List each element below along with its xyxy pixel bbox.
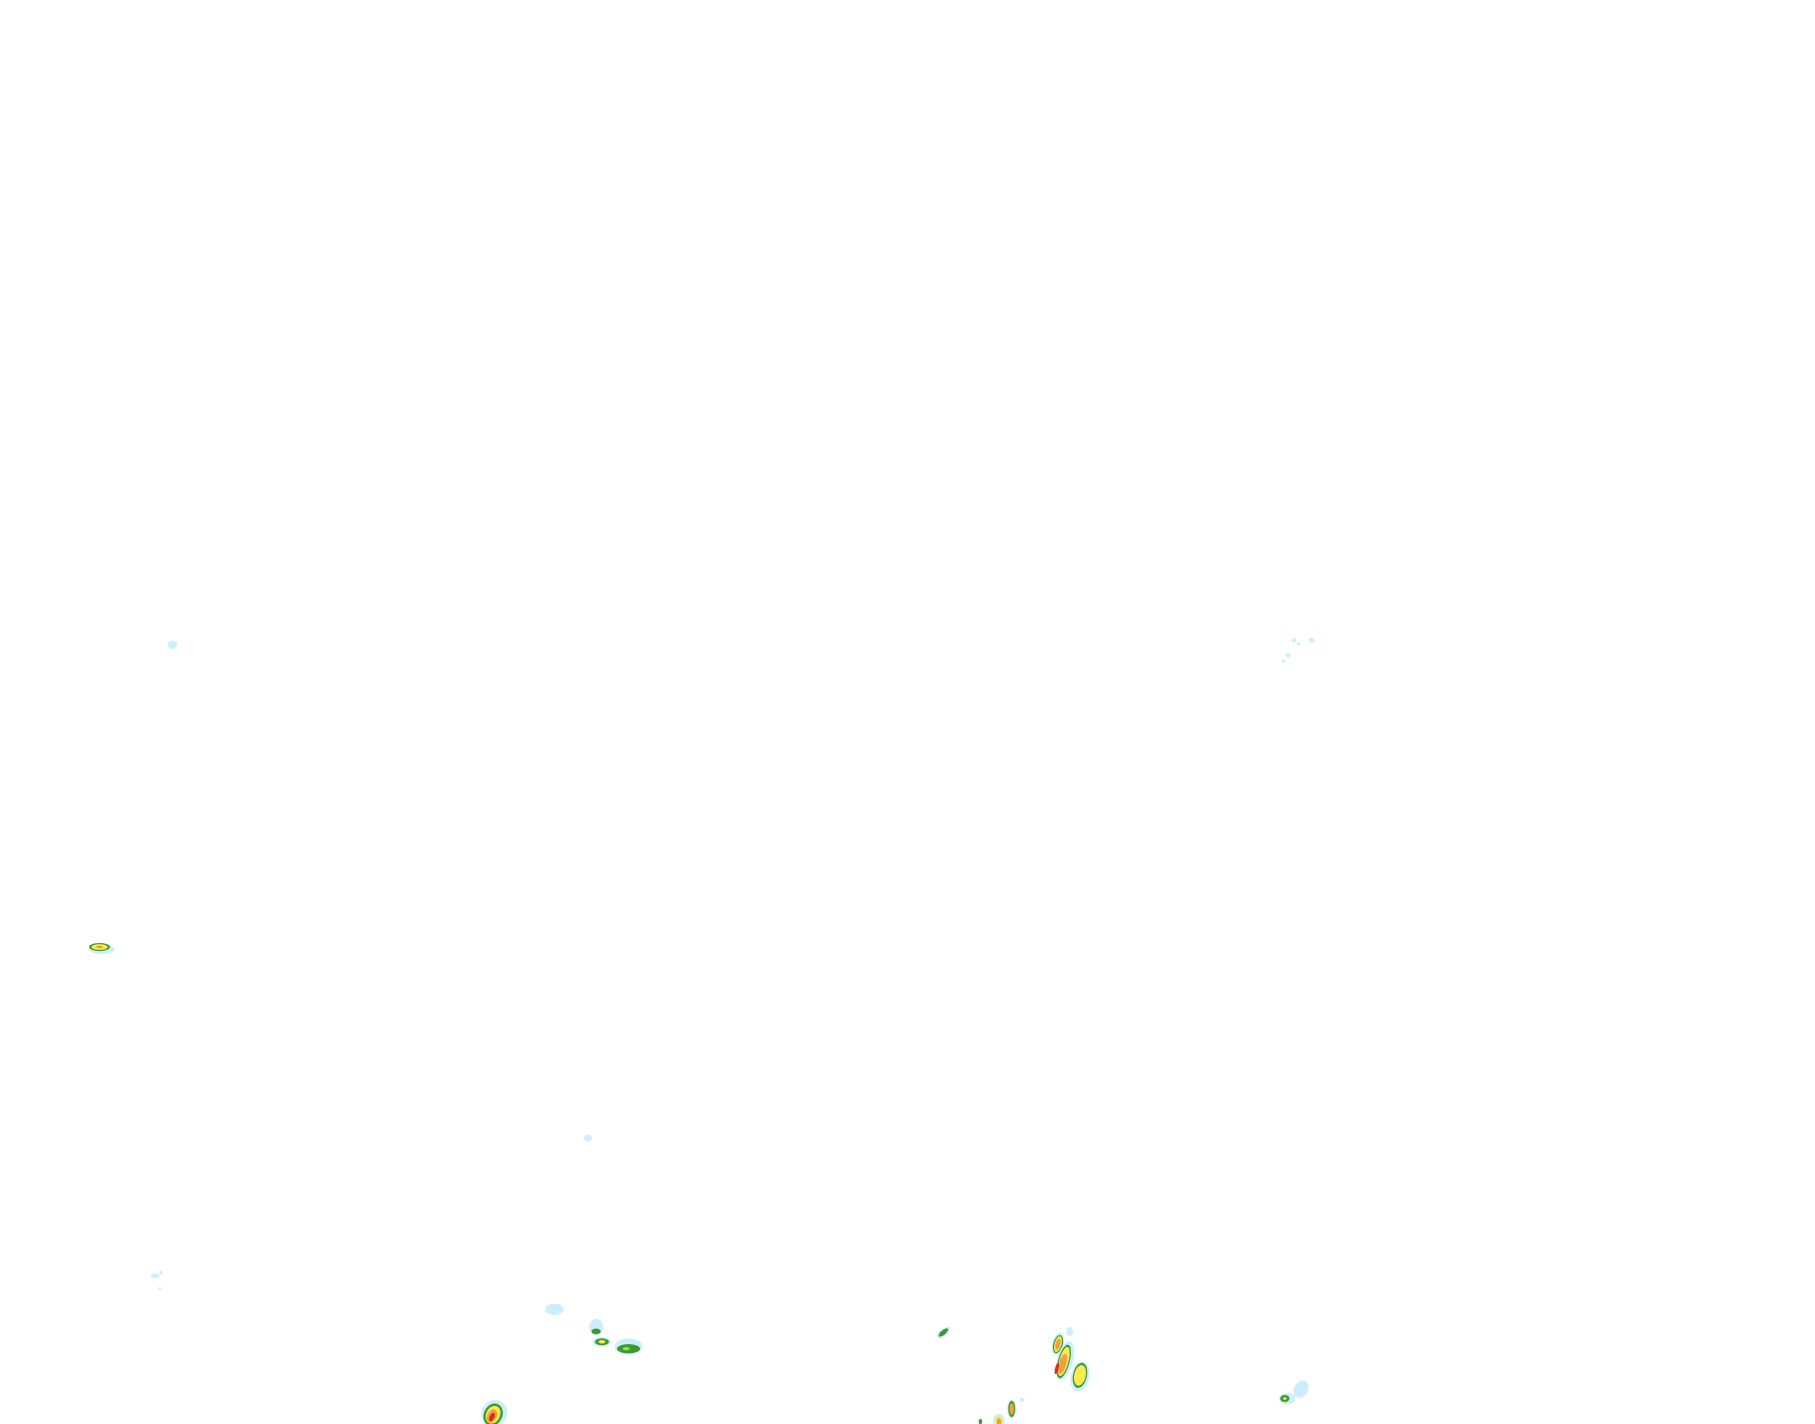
echo-cell-south-mid <box>936 1326 950 1339</box>
echo-cell-nw <box>167 640 178 649</box>
echo-cell-south-a <box>481 1399 508 1424</box>
echo-cell-west <box>89 942 115 954</box>
echo-cluster-south-west <box>545 1303 643 1355</box>
echo-cluster-ne <box>1281 637 1315 663</box>
echo-storm-cluster-southeast <box>978 1326 1090 1424</box>
echo-cell-southeast <box>1279 1380 1309 1405</box>
echo-cell-center <box>583 1134 593 1142</box>
echo-cluster-sw <box>150 1270 163 1290</box>
